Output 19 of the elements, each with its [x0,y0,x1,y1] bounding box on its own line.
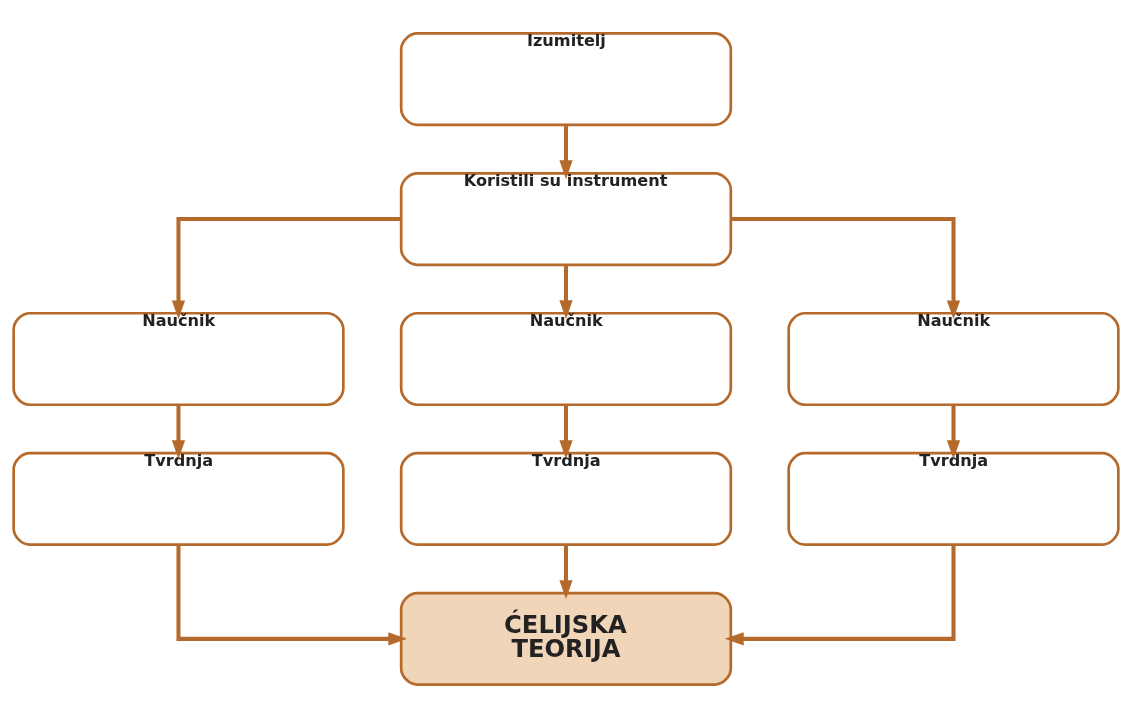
arrow [730,216,961,319]
arrow [559,404,573,459]
node-box: Naučnik [399,311,733,406]
arrow [171,216,402,319]
arrow [171,404,186,459]
arrow [946,404,961,459]
arrow [176,544,408,645]
node-box: Naučnik [12,311,345,406]
arrow [559,264,573,319]
node-box: Tvrdnja [12,451,345,546]
node-box: ĆELIJSKA TEORIJA [399,591,733,686]
arrow [559,124,573,179]
arrow [559,544,573,599]
node-box: Koristili su instrument [399,171,733,266]
node-box: Naučnik [787,311,1120,406]
arrow [724,544,956,645]
node-box: Tvrdnja [399,451,733,546]
node-box: Tvrdnja [787,451,1120,546]
node-box: Izumitelj [399,31,733,126]
